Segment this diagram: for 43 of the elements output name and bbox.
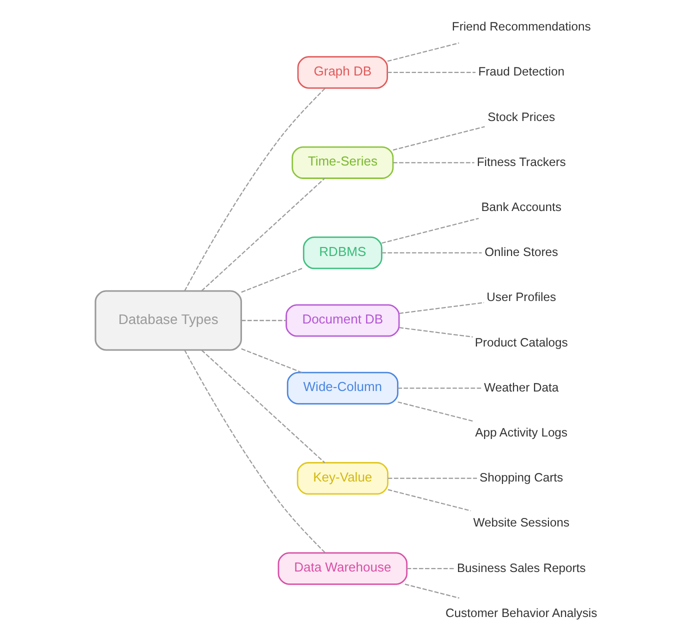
node-text: Product Catalogs bbox=[474, 335, 568, 350]
connector bbox=[398, 327, 472, 338]
connector bbox=[387, 489, 470, 512]
node-text: Weather Data bbox=[484, 380, 558, 394]
connector bbox=[392, 126, 484, 151]
connector bbox=[184, 350, 326, 554]
connector bbox=[381, 252, 482, 254]
node-text: Friend Recommendations bbox=[451, 20, 590, 34]
connector bbox=[392, 162, 474, 164]
node-text: Fraud Detection bbox=[478, 64, 564, 79]
connector bbox=[240, 348, 302, 374]
connector bbox=[398, 302, 484, 314]
node-text: Bank Accounts bbox=[480, 200, 561, 214]
node-text: Customer Behavior Analysis bbox=[445, 606, 597, 620]
node-text: Online Stores bbox=[484, 245, 558, 260]
connector bbox=[200, 178, 325, 292]
node-text: Website Sessions bbox=[472, 516, 569, 530]
node-text: Shopping Carts bbox=[479, 470, 563, 485]
connector bbox=[381, 218, 478, 244]
node-box: Database Types bbox=[94, 290, 242, 351]
connector bbox=[200, 350, 325, 464]
node-box: Key-Value bbox=[296, 462, 388, 495]
node-box: RDBMS bbox=[302, 236, 382, 270]
connector bbox=[240, 320, 286, 322]
connector bbox=[387, 72, 475, 73]
connector bbox=[406, 568, 455, 570]
connector bbox=[386, 42, 459, 62]
node-box: Graph DB bbox=[296, 56, 388, 89]
connector bbox=[387, 478, 476, 479]
node-text: Stock Prices bbox=[487, 110, 555, 124]
connector bbox=[404, 584, 459, 599]
connector bbox=[184, 88, 326, 292]
node-text: User Profiles bbox=[486, 290, 556, 304]
node-box: Data Warehouse bbox=[277, 552, 408, 585]
connector bbox=[397, 401, 473, 422]
node-box: Document DB bbox=[285, 304, 400, 337]
node-box: Wide-Column bbox=[286, 372, 398, 404]
connector bbox=[240, 267, 304, 293]
node-text: Business Sales Reports bbox=[456, 560, 586, 575]
connector bbox=[397, 388, 481, 389]
node-text: App Activity Logs bbox=[474, 425, 568, 440]
node-box: Time-Series bbox=[291, 146, 394, 179]
node-text: Fitness Trackers bbox=[476, 154, 566, 169]
